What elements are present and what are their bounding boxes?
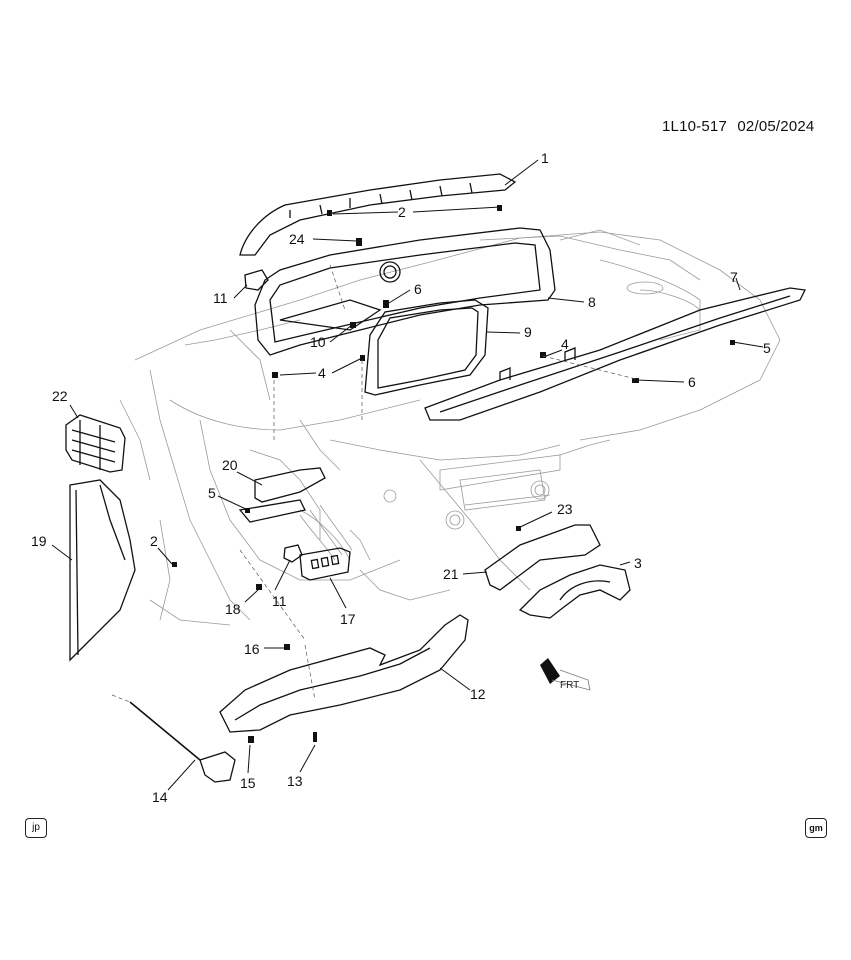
callout-22: 22 bbox=[52, 388, 68, 404]
fastener-16 bbox=[284, 644, 290, 650]
fastener-2b bbox=[497, 205, 502, 211]
part-21-column-cover-upper bbox=[484, 524, 601, 591]
gm-logo-badge: gm bbox=[805, 818, 827, 838]
fastener-5a bbox=[730, 340, 735, 345]
callout-13: 13 bbox=[287, 773, 303, 789]
part-22-vent bbox=[65, 414, 126, 473]
callout-11b: 11 bbox=[272, 593, 287, 609]
fastener-4c bbox=[540, 352, 546, 358]
part-8-cluster-bezel bbox=[254, 227, 556, 356]
callout-15: 15 bbox=[240, 775, 256, 791]
callout-9: 9 bbox=[524, 324, 532, 340]
part-5-left-lower-trim bbox=[238, 499, 306, 523]
reference-date: 02/05/2024 bbox=[737, 118, 815, 135]
callout-19: 19 bbox=[31, 533, 47, 549]
callout-4b: 4 bbox=[561, 336, 569, 352]
reference-code: 1L10-517 bbox=[662, 118, 727, 135]
part-1-upper-trim bbox=[239, 173, 517, 256]
part-14-release-handle bbox=[199, 751, 236, 783]
fastener-6a bbox=[383, 300, 389, 308]
fastener-4a bbox=[272, 372, 278, 378]
part-7-right-trim bbox=[424, 287, 806, 421]
fastener-4b bbox=[360, 355, 365, 361]
callout-21: 21 bbox=[443, 566, 459, 582]
parts bbox=[65, 173, 806, 783]
fastener-18 bbox=[256, 584, 262, 590]
callout-1: 1 bbox=[541, 150, 549, 166]
callout-17: 17 bbox=[340, 611, 356, 627]
fastener-15 bbox=[248, 736, 254, 743]
callout-6: 6 bbox=[414, 281, 422, 297]
part-19-end-panel bbox=[69, 479, 136, 662]
part-3-column-cover-lower bbox=[518, 564, 631, 619]
callout-24: 24 bbox=[289, 231, 305, 247]
callout-14: 14 bbox=[152, 789, 168, 805]
fastener-10 bbox=[350, 322, 356, 328]
callout-16: 16 bbox=[244, 641, 260, 657]
fastener-24 bbox=[356, 238, 362, 246]
callout-8: 8 bbox=[588, 294, 596, 310]
callout-5a: 5 bbox=[763, 340, 771, 356]
fastener-2c bbox=[172, 562, 177, 567]
callout-6b: 6 bbox=[688, 374, 696, 390]
fastener-6b bbox=[632, 378, 639, 383]
part-17-switch bbox=[299, 547, 351, 581]
phantom-lines bbox=[111, 264, 641, 703]
callout-12: 12 bbox=[470, 686, 486, 702]
part-20-trim bbox=[254, 467, 326, 503]
reference-code-and-date: 1L10-517 02/05/2024 bbox=[662, 118, 814, 135]
fasteners bbox=[172, 205, 735, 743]
callout-5b: 5 bbox=[208, 485, 216, 501]
callout-3: 3 bbox=[634, 555, 642, 571]
leader-lines bbox=[51, 159, 764, 791]
callout-2c: 2 bbox=[150, 533, 158, 549]
jp-badge: jp bbox=[25, 818, 47, 838]
callout-20: 20 bbox=[222, 457, 238, 473]
fastener-2a bbox=[327, 210, 332, 216]
callout-7: 7 bbox=[730, 269, 738, 285]
callout-2: 2 bbox=[398, 204, 406, 220]
callout-11: 11 bbox=[213, 290, 228, 306]
callout-18: 18 bbox=[225, 601, 241, 617]
callout-numbers: 1 2 24 11 6 8 9 10 4 4 4 7 5 6 22 20 5 2… bbox=[31, 150, 771, 805]
fastener-13 bbox=[313, 732, 317, 742]
fastener-5b bbox=[245, 508, 250, 513]
part-12-knee-bolster bbox=[219, 614, 469, 733]
front-direction-arrow: FRT bbox=[540, 658, 591, 691]
callout-10: 10 bbox=[310, 334, 326, 350]
callout-4a: 4 bbox=[318, 365, 326, 381]
fastener-23 bbox=[516, 526, 521, 531]
part-11-clip-lower bbox=[283, 544, 303, 563]
part-9-display bbox=[364, 299, 489, 396]
callout-23: 23 bbox=[557, 501, 573, 517]
instrument-panel-background bbox=[119, 229, 781, 626]
frt-label: FRT bbox=[560, 680, 579, 691]
